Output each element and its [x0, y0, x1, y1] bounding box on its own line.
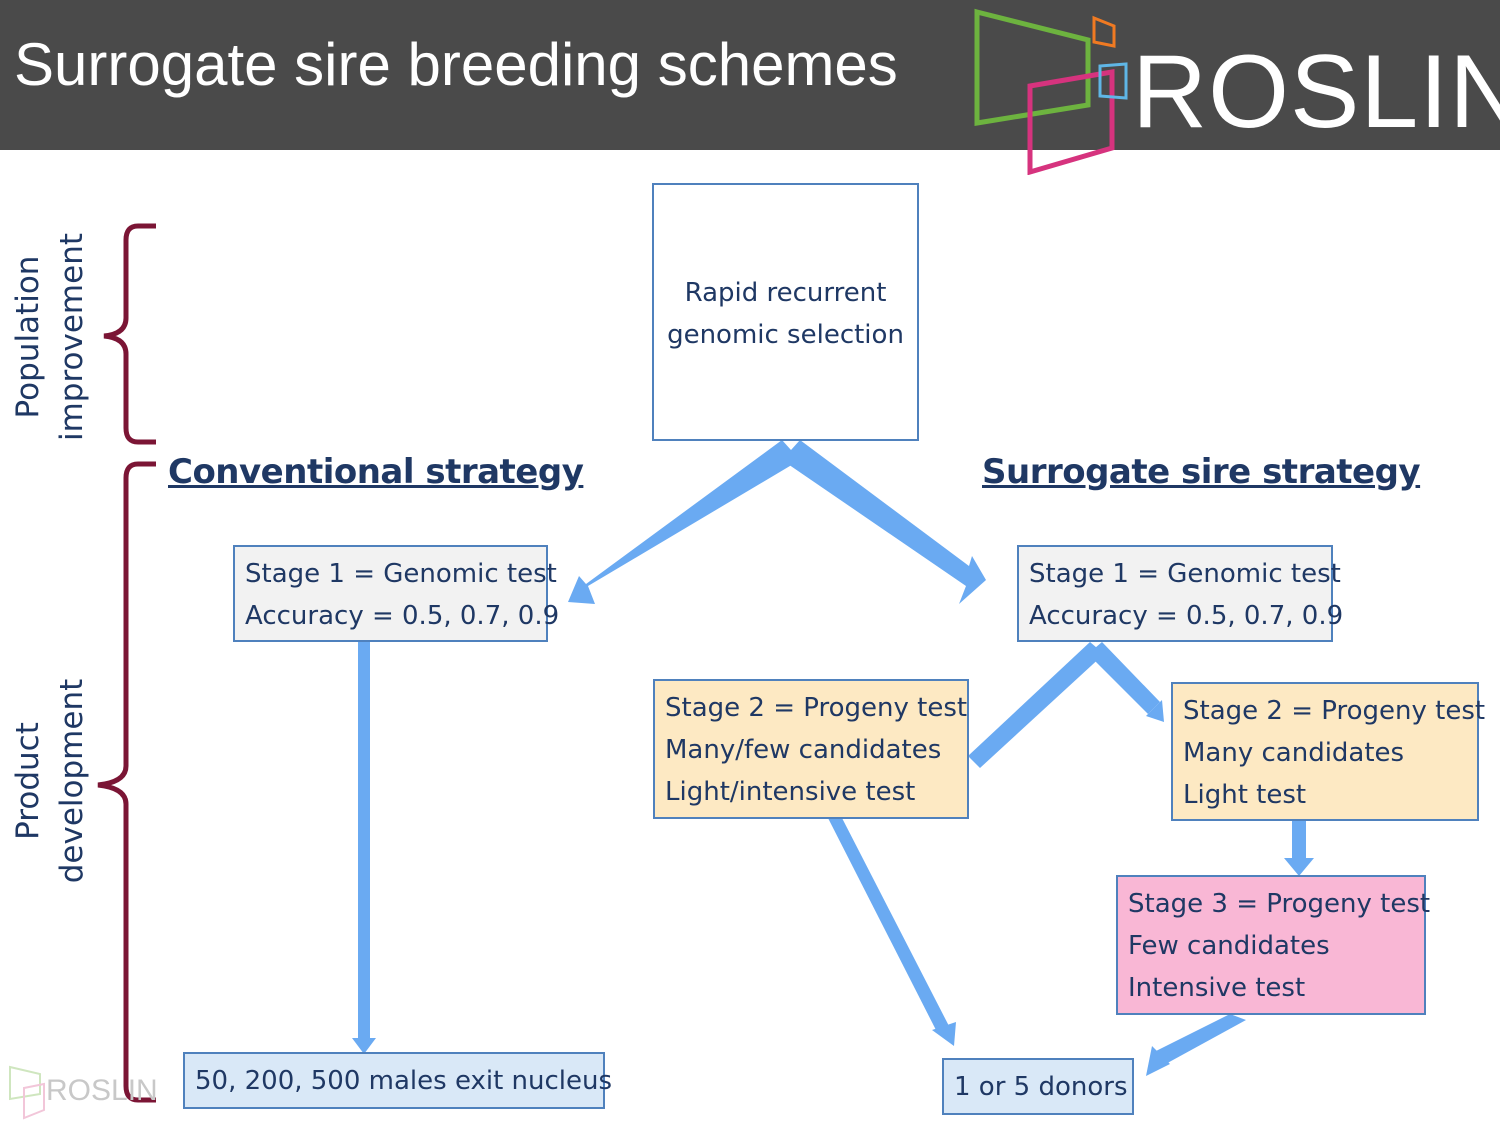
stage2-right-to-stage3-arrow: [1284, 820, 1314, 876]
stage2-left-to-donors-arrow: [828, 818, 956, 1046]
roslin-logo-icon: [974, 8, 1128, 175]
stage1-split-arrows: [968, 642, 1164, 768]
main-split-arrows: [568, 440, 986, 604]
surrogate-stage1-box: Stage 1 = Genomic test Accuracy = 0.5, 0…: [1017, 545, 1343, 642]
conventional-stage1-box: Stage 1 = Genomic test Accuracy = 0.5, 0…: [233, 545, 559, 642]
logo-text: ROSLIN: [1132, 34, 1500, 150]
loop-line-2: genomic selection: [667, 320, 904, 350]
surrogate-stage3-box: Stage 3 = Progeny test Few candidates In…: [1116, 875, 1430, 1015]
surrogate-strategy-heading: Surrogate sire strategy: [982, 452, 1421, 492]
conventional-down-arrow: [352, 642, 376, 1054]
donors-box: 1 or 5 donors: [942, 1058, 1134, 1115]
surrogate-stage2-left-box: Stage 2 = Progeny test Many/few candidat…: [653, 679, 969, 819]
surrogate-stage2-right-box: Stage 2 = Progeny test Many candidates L…: [1171, 682, 1485, 821]
header-bar: Surrogate sire breeding schemes ROSLIN: [0, 0, 1500, 175]
population-bracket: [103, 223, 156, 445]
product-development-label: Product development: [10, 678, 90, 884]
conventional-strategy-heading: Conventional strategy: [168, 452, 584, 492]
product-bracket: [97, 461, 156, 1103]
stage3-to-donors-arrow: [1146, 1014, 1246, 1076]
page-title: Surrogate sire breeding schemes: [14, 31, 898, 98]
conventional-exit-box: 50, 200, 500 males exit nucleus: [183, 1052, 612, 1109]
population-improvement-label: Population improvement: [10, 233, 90, 442]
small-logo-text: ROSLIN: [46, 1074, 158, 1107]
loop-line-1: Rapid recurrent: [684, 278, 887, 308]
rapid-recurrent-selection-box: Rapid recurrent genomic selection: [652, 183, 919, 441]
